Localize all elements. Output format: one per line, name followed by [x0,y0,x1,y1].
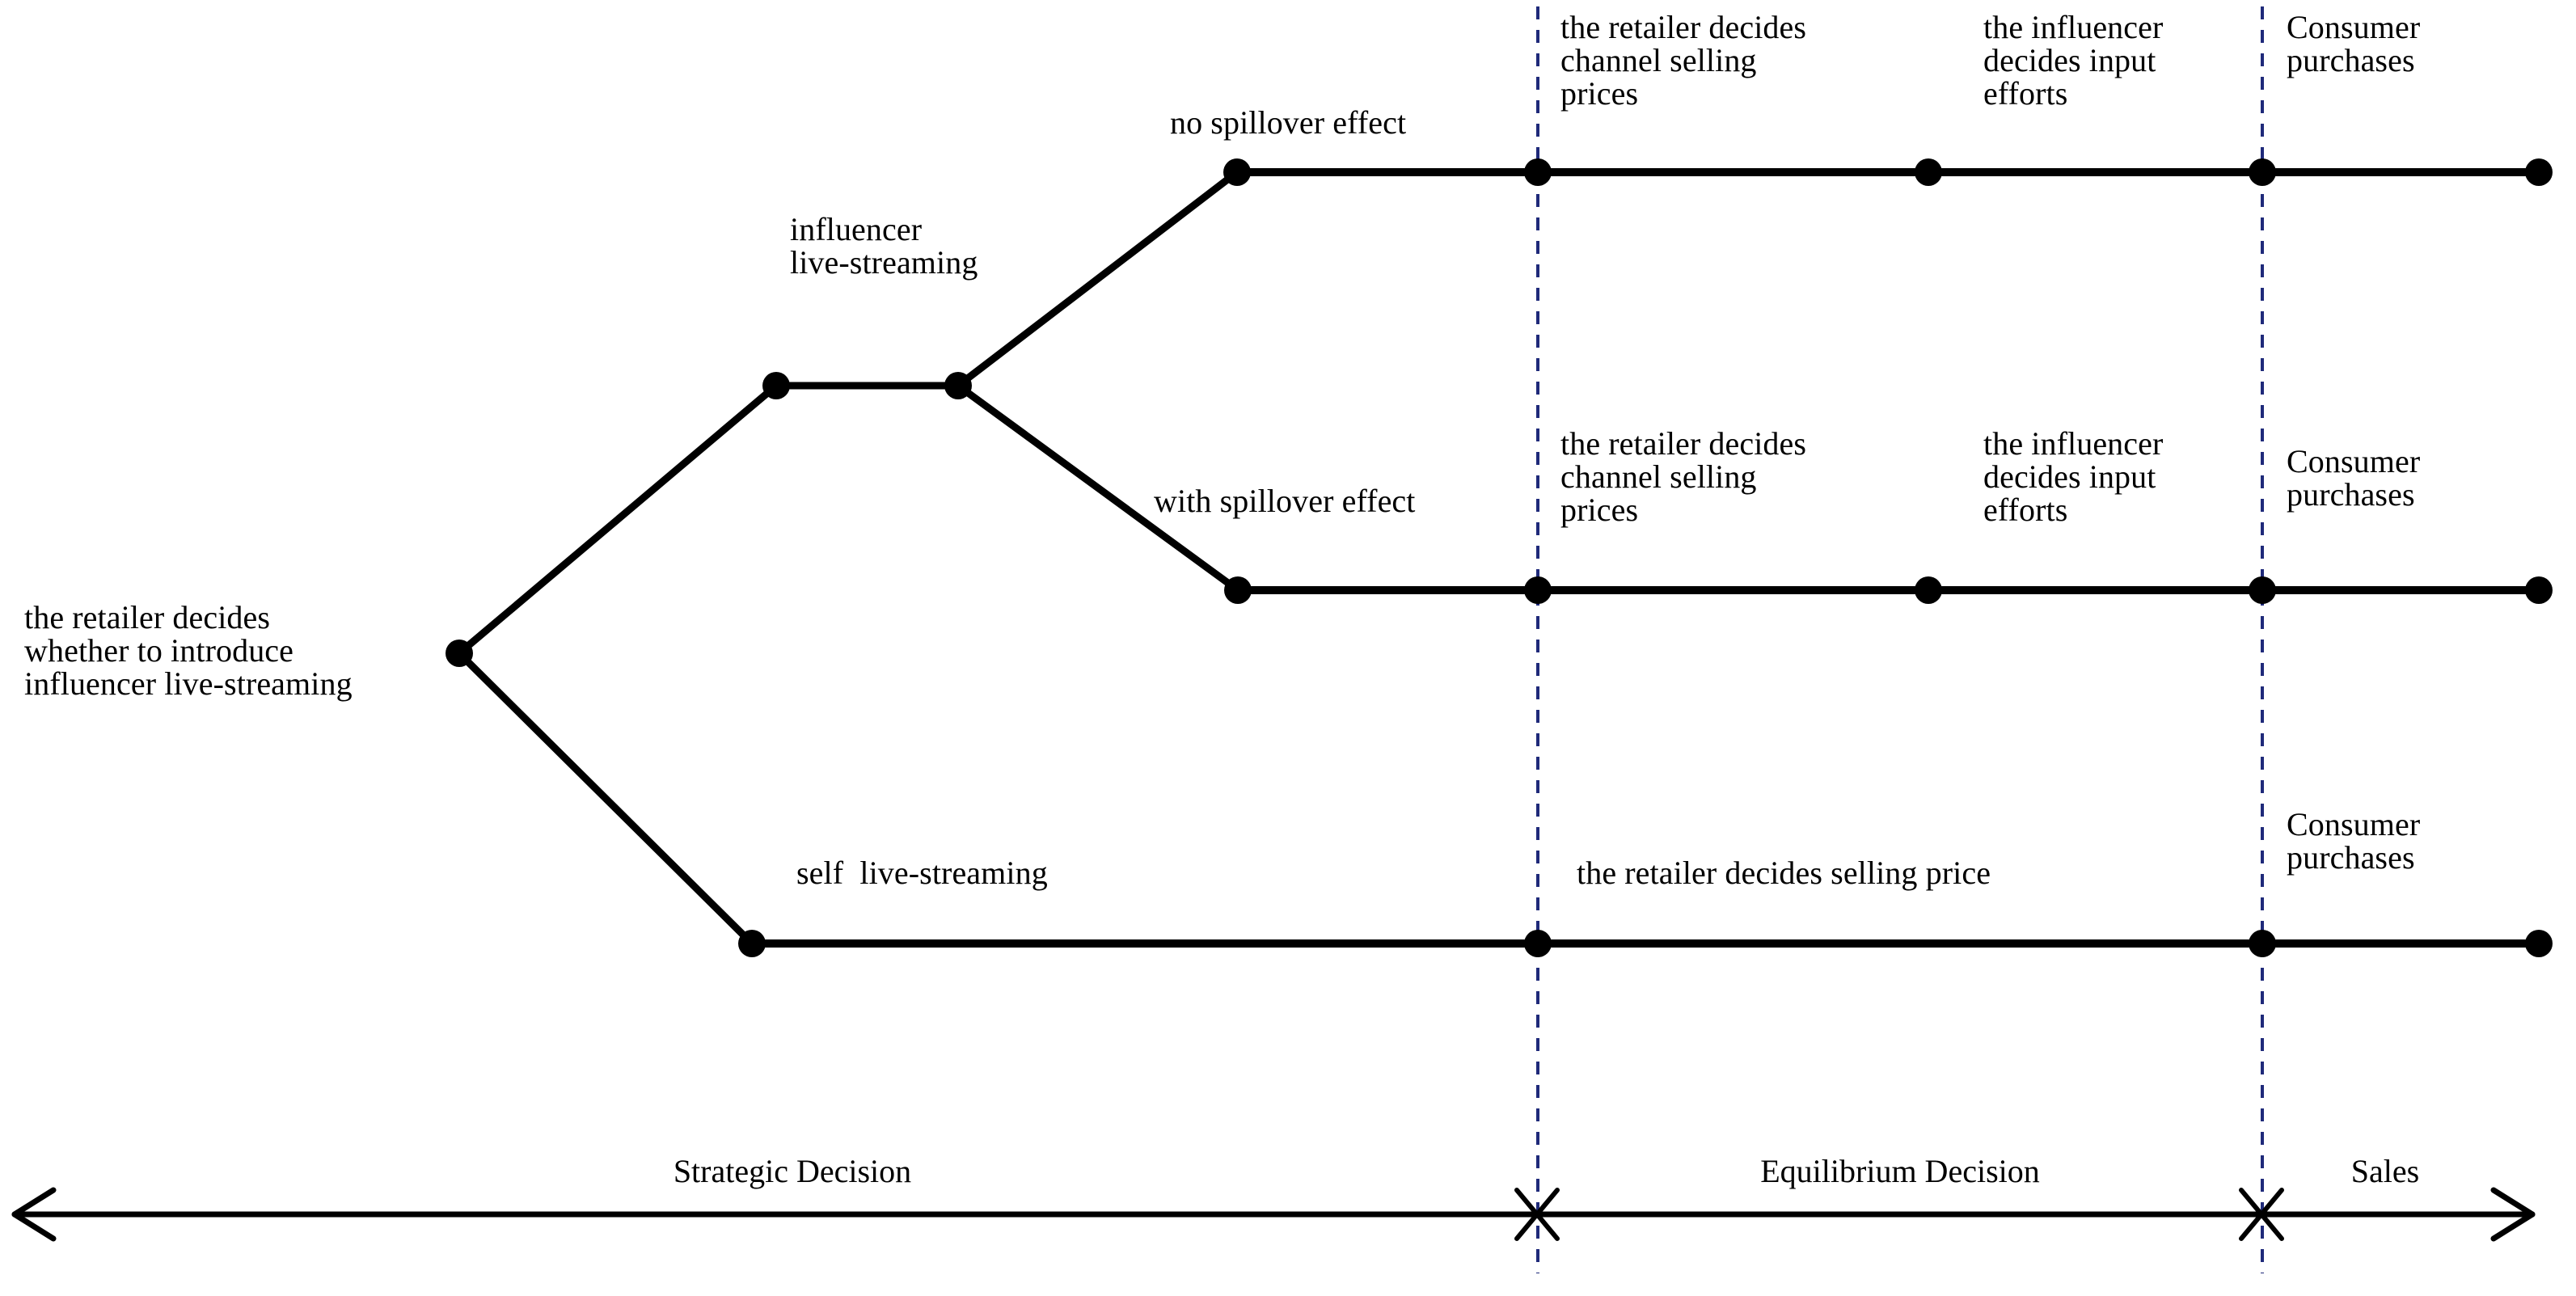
timeline-arrow-right [2490,1187,2536,1242]
timeline-tick-1 [1514,1188,1560,1241]
node-with-spillover-start [1224,576,1252,604]
branch-label-no-spillover: no spillover effect [1170,104,1407,141]
node-influencer-left [762,372,790,399]
branch-label-self: self live-streaming [796,855,1048,891]
edge-root-to-self [455,649,756,948]
edge-root-to-influencer [455,382,780,657]
stage-label-with-spillover-effort: the influencer decides input efforts [1983,425,2164,528]
root-label: the retailer decides whether to introduc… [24,599,353,702]
stage-label-self-sales: Consumer purchases [2287,806,2421,876]
node-no-spillover-price [1524,158,1552,186]
phase-label-sales: Sales [2350,1153,2420,1189]
node-self-start [738,930,766,957]
stage-label-with-spillover-price: the retailer decides channel selling pri… [1560,425,1807,528]
node-influencer-split [944,372,972,399]
phase-label-equilibrium-decision: Equilibrium Decision [1760,1153,2040,1189]
stage-label-no-spillover-effort: the influencer decides input efforts [1983,9,2164,112]
node-self-end [2525,930,2553,957]
stage-label-no-spillover-price: the retailer decides channel selling pri… [1560,9,1807,112]
timeline-arrow-left [11,1187,57,1242]
node-no-spillover-sales [2249,158,2276,186]
stage-label-self-price: the retailer decides selling price [1577,855,1991,891]
node-with-spillover-end [2525,576,2553,604]
node-with-spillover-price [1524,576,1552,604]
edge-to-with-spillover [954,382,1242,594]
node-no-spillover-effort [1915,158,1942,186]
node-self-sales [2249,930,2276,957]
node-with-spillover-effort [1915,576,1942,604]
branch-label-with-spillover: with spillover effect [1154,483,1416,519]
node-root [446,640,473,667]
timeline-tick-2 [2239,1188,2284,1241]
stage-label-with-spillover-sales: Consumer purchases [2287,443,2421,513]
node-no-spillover-end [2525,158,2553,186]
stage-label-no-spillover-sales: Consumer purchases [2287,9,2421,78]
node-with-spillover-sales [2249,576,2276,604]
phase-label-strategic-decision: Strategic Decision [673,1153,912,1189]
node-self-price [1524,930,1552,957]
branch-label-influencer: influencer live-streaming [790,211,978,281]
edge-to-no-spillover [954,168,1241,390]
node-no-spillover-start [1223,158,1251,186]
